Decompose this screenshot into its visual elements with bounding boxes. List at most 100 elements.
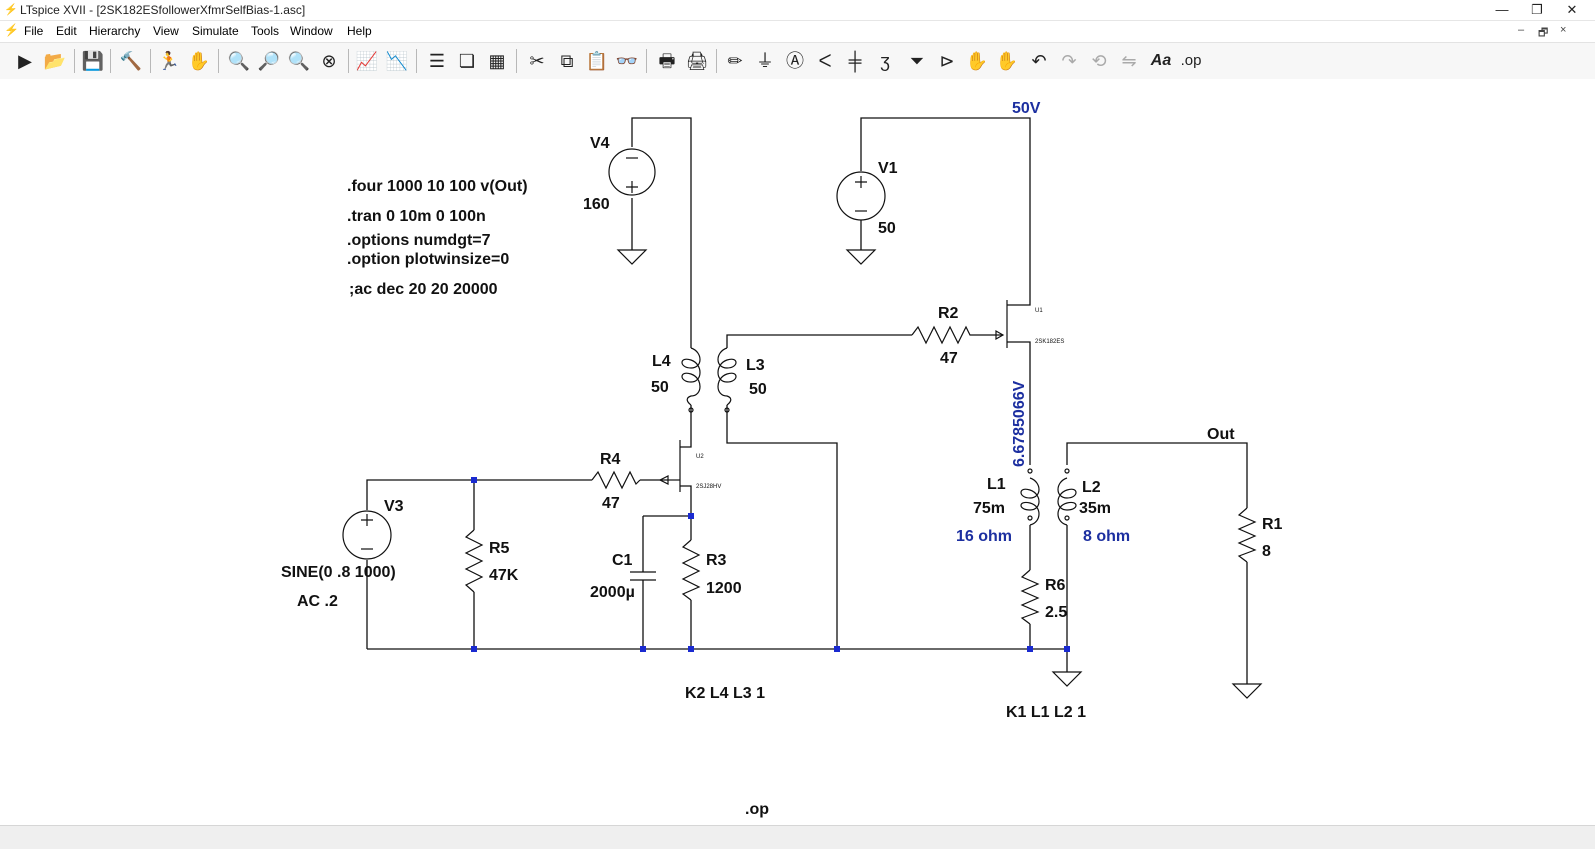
- menu-help[interactable]: Help: [347, 24, 372, 38]
- zoom-in-icon[interactable]: 🔍: [227, 51, 251, 71]
- restore-button[interactable]: ❐: [1531, 2, 1543, 17]
- u2-label: U2: [696, 454, 704, 460]
- autoscale-icon[interactable]: 📈: [355, 51, 379, 71]
- spice-directive[interactable]: .tran 0 10m 0 100n: [347, 208, 486, 225]
- spice-directive[interactable]: K1 L1 L2 1: [1006, 704, 1086, 721]
- resistor-r2[interactable]: [911, 325, 975, 345]
- capacitor-c1[interactable]: [630, 571, 656, 581]
- r5-label: R5: [489, 540, 510, 557]
- r6-value: 2.5: [1045, 604, 1067, 621]
- r3-value: 1200: [706, 580, 742, 597]
- voltage-source-v3[interactable]: [342, 510, 392, 560]
- ground-icon[interactable]: ⏚: [756, 51, 774, 71]
- copy-icon[interactable]: ⧉: [560, 51, 574, 71]
- spice-directive[interactable]: .option plotwinsize=0: [347, 251, 509, 268]
- toolbar-separator: [348, 49, 349, 73]
- tile-horizontal-icon[interactable]: ☰: [428, 51, 446, 71]
- toolbar-separator: [716, 49, 717, 73]
- waveform-disabled-icon[interactable]: 📉: [385, 51, 409, 71]
- r1-label: R1: [1262, 516, 1283, 533]
- mirror-icon[interactable]: ⇋: [1121, 51, 1137, 71]
- menu-file[interactable]: File: [24, 24, 44, 38]
- run-icon[interactable]: ▶: [18, 51, 32, 71]
- minimize-button[interactable]: —: [1495, 2, 1509, 17]
- ground-symbol: [616, 249, 1263, 699]
- schematic-drawing[interactable]: V4 160 V1 50 V3 SINE(0 .8 1000) AC .2 R2…: [0, 79, 1595, 824]
- text-tool-icon[interactable]: Aa: [1150, 52, 1172, 69]
- resistor-icon[interactable]: ᐸ: [818, 51, 832, 71]
- mdi-restore-button[interactable]: 🗗: [1538, 27, 1549, 39]
- spice-directive-op-icon[interactable]: .op: [1180, 52, 1202, 69]
- ltspice-app-icon[interactable]: ⚡: [4, 4, 18, 16]
- v3-label: V3: [384, 498, 404, 515]
- mdi-close-button[interactable]: ×: [1560, 24, 1567, 36]
- resistor-r1[interactable]: [1237, 507, 1257, 563]
- toolbar-separator: [416, 49, 417, 73]
- menu-window[interactable]: Window: [290, 24, 333, 38]
- paste-icon[interactable]: 📋: [585, 51, 609, 71]
- spice-directive[interactable]: K2 L4 L3 1: [685, 685, 765, 702]
- rotate-icon[interactable]: ⟲: [1091, 51, 1107, 71]
- zoom-cancel-icon[interactable]: ⊗: [321, 51, 337, 71]
- menu-hierarchy[interactable]: Hierarchy: [89, 24, 141, 38]
- inductor-icon[interactable]: ʒ: [880, 51, 890, 71]
- r4-label: R4: [600, 451, 621, 468]
- resistor-r4[interactable]: [591, 470, 641, 490]
- cascade-icon[interactable]: ❏: [458, 51, 476, 71]
- open-folder-icon[interactable]: 📂: [43, 51, 67, 71]
- cut-icon[interactable]: ✂: [529, 51, 545, 71]
- find-binoculars-icon[interactable]: 👓: [615, 51, 639, 71]
- document-icon[interactable]: ⚡: [4, 23, 19, 37]
- close-button[interactable]: ✕: [1566, 2, 1578, 17]
- r1-value: 8: [1262, 543, 1271, 560]
- component-icon[interactable]: ⊳: [939, 51, 955, 71]
- spice-directive[interactable]: .op: [745, 801, 769, 818]
- run-man-icon[interactable]: 🏃: [157, 51, 181, 71]
- menu-edit[interactable]: Edit: [56, 24, 77, 38]
- schematic-canvas[interactable]: V4 160 V1 50 V3 SINE(0 .8 1000) AC .2 R2…: [0, 79, 1595, 824]
- mdi-minimize-button[interactable]: –: [1518, 24, 1525, 36]
- redo-icon[interactable]: ↷: [1061, 51, 1077, 71]
- jfet-u1[interactable]: [995, 300, 1018, 348]
- node-voltage-50v: 50V: [1012, 100, 1041, 117]
- undo-icon[interactable]: ↶: [1031, 51, 1047, 71]
- label-net-icon[interactable]: Ⓐ: [786, 51, 804, 71]
- jfet-u2[interactable]: [658, 440, 681, 492]
- spice-directive[interactable]: .options numdgt=7: [347, 232, 491, 249]
- resistor-r6[interactable]: [1020, 569, 1040, 625]
- spice-comment[interactable]: ;ac dec 20 20 20000: [349, 281, 498, 298]
- tile-vertical-icon[interactable]: ▦: [488, 51, 506, 71]
- l1-note: 16 ohm: [956, 528, 1012, 545]
- menu-tools[interactable]: Tools: [251, 24, 280, 38]
- inductor-l3[interactable]: [717, 347, 737, 413]
- inductor-l4[interactable]: [681, 347, 701, 413]
- resistor-r5[interactable]: [464, 529, 484, 593]
- zoom-fit-icon[interactable]: 🔎: [257, 51, 281, 71]
- zoom-out-icon[interactable]: 🔍: [287, 51, 311, 71]
- inductor-l1[interactable]: [1020, 468, 1040, 526]
- print-setup-icon[interactable]: 🖨: [685, 51, 709, 71]
- v1-value: 50: [878, 220, 896, 237]
- menu-view[interactable]: View: [153, 24, 179, 38]
- menu-simulate[interactable]: Simulate: [192, 24, 239, 38]
- diode-icon[interactable]: ⏷: [909, 51, 925, 71]
- move-hand-icon[interactable]: ✋: [965, 51, 989, 71]
- resistor-r3[interactable]: [681, 539, 701, 601]
- voltage-source-v4[interactable]: [608, 148, 656, 196]
- c1-label: C1: [612, 552, 633, 569]
- inductor-l2[interactable]: [1057, 468, 1077, 526]
- drag-hand-icon[interactable]: ✋: [995, 51, 1019, 71]
- draw-wire-pencil-icon[interactable]: ✏: [727, 51, 743, 71]
- print-icon[interactable]: 🖶: [658, 51, 676, 71]
- save-icon[interactable]: 💾: [81, 51, 105, 71]
- junction-dots: [471, 477, 1070, 652]
- spice-directive[interactable]: .four 1000 10 100 v(Out): [347, 178, 528, 195]
- pan-hand-icon[interactable]: ✋: [187, 51, 211, 71]
- capacitor-icon[interactable]: ╪: [848, 51, 862, 71]
- voltage-source-v1[interactable]: [836, 171, 886, 221]
- window-title: LTspice XVII - [2SK182ESfollowerXfmrSelf…: [20, 3, 306, 17]
- u1-model: 2SK182ES: [1035, 339, 1064, 345]
- control-panel-icon[interactable]: 🔨: [119, 51, 143, 71]
- l4-value: 50: [651, 379, 669, 396]
- l1-value: 75m: [973, 500, 1005, 517]
